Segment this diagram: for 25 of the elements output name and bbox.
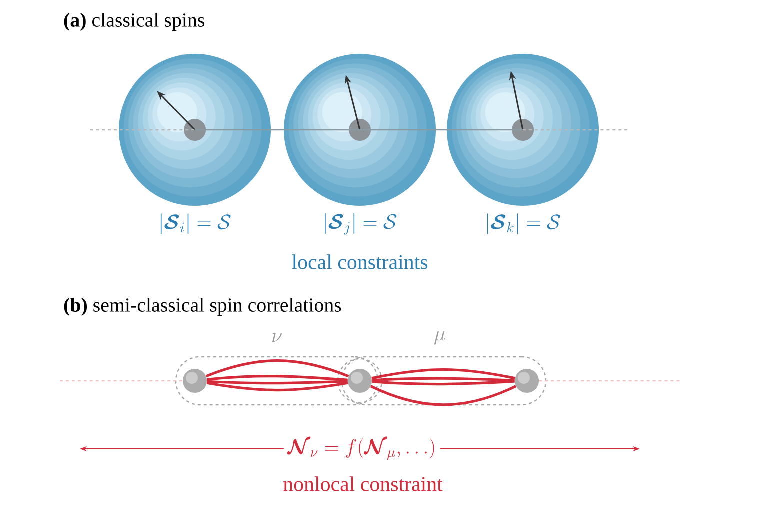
dashed-circle [337, 358, 383, 404]
connector [360, 129, 523, 131]
connector [372, 377, 515, 382]
connector [206, 382, 348, 392]
connector [372, 368, 516, 380]
caption: local constraints [292, 254, 428, 270]
spin-dot [183, 369, 207, 393]
connector [195, 129, 360, 131]
connector [90, 129, 195, 131]
connector [370, 385, 517, 406]
connector [372, 380, 515, 386]
connector [539, 380, 680, 382]
connector [207, 374, 348, 382]
panel-heading: (b) semi-classical spin correlations [64, 298, 342, 316]
node-label: $\mu$ [434, 331, 446, 345]
node-label: $\nu$ [272, 333, 282, 342]
formula: $\bm{\mathcal{N}}_\nu = f(\bm{\mathcal{N}}_\mu, \ldots)$ [284, 434, 440, 463]
connector [206, 360, 350, 378]
connector [523, 129, 630, 131]
caption: nonlocal constraint [284, 476, 443, 492]
spin-dot [348, 369, 372, 393]
panel-heading: (a) classical spins [64, 12, 204, 32]
connector [60, 380, 183, 382]
spin-dot [515, 369, 539, 393]
connector [207, 380, 348, 385]
